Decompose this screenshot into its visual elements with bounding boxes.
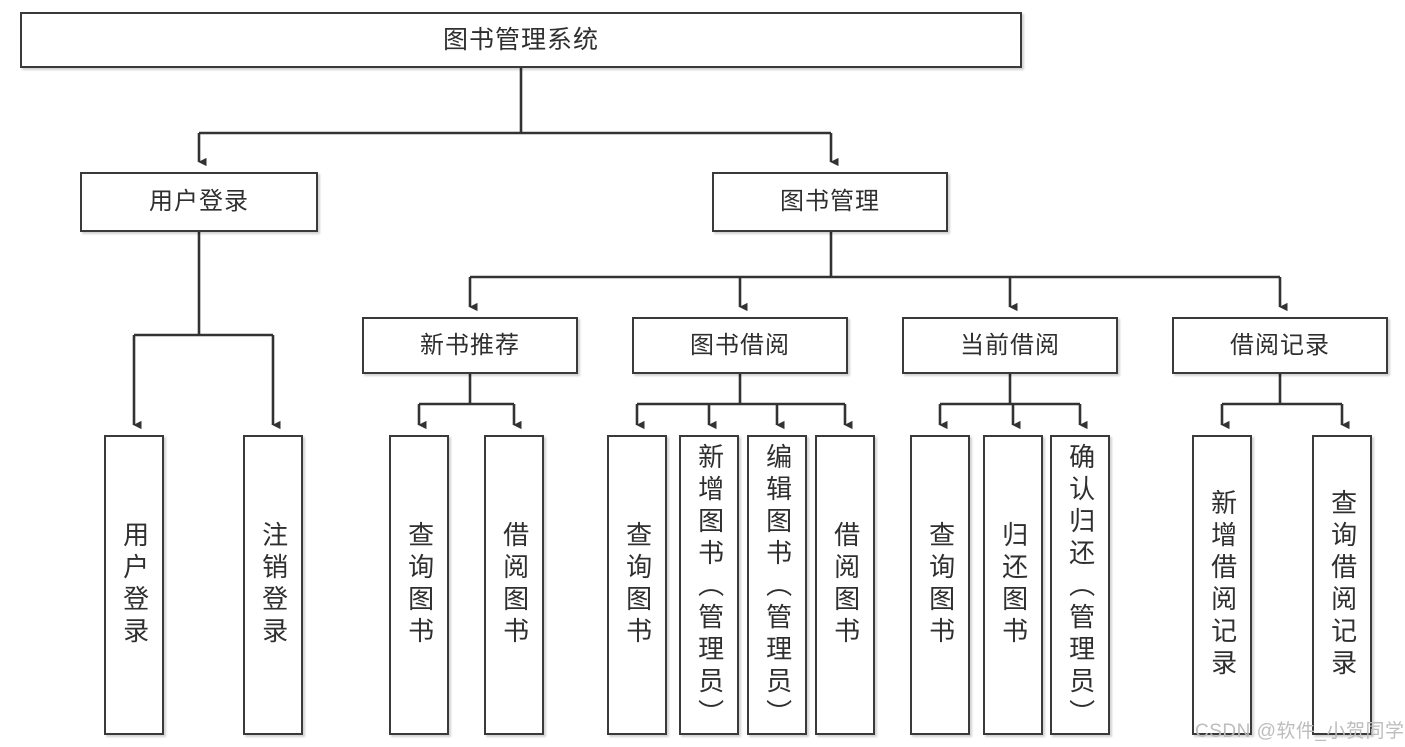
node-book-borrow-label: 图书借阅 [690,331,790,359]
node-leaf-confirm-return[interactable]: 确认归还（管理员） [1050,435,1110,735]
node-leaf-add-book[interactable]: 新增图书（管理员） [679,435,739,735]
node-new-book-recommend[interactable]: 新书推荐 [362,317,578,374]
node-borrow-record-label: 借阅记录 [1230,331,1330,359]
node-leaf-logout[interactable]: 注销登录 [243,435,303,735]
node-leaf-query-book-3[interactable]: 查询图书 [910,435,970,735]
node-leaf-return-book-label: 归还图书 [998,521,1029,649]
node-current-borrow-label: 当前借阅 [960,331,1060,359]
node-leaf-query-book-1-label: 查询图书 [404,521,435,649]
node-leaf-borrow-book-2-label: 借阅图书 [830,521,861,649]
node-leaf-add-record-label: 新增借阅记录 [1207,489,1238,681]
node-leaf-query-record[interactable]: 查询借阅记录 [1312,435,1372,735]
node-leaf-edit-book[interactable]: 编辑图书（管理员） [747,435,807,735]
node-leaf-user-login-label: 用户登录 [119,521,150,649]
node-borrow-record[interactable]: 借阅记录 [1172,317,1388,374]
node-new-book-recommend-label: 新书推荐 [420,331,520,359]
node-leaf-query-book-2-label: 查询图书 [622,521,653,649]
node-leaf-logout-label: 注销登录 [258,521,289,649]
node-root-label: 图书管理系统 [442,25,599,54]
node-user-login[interactable]: 用户登录 [80,172,318,232]
node-leaf-query-book-2[interactable]: 查询图书 [607,435,667,735]
node-user-login-label: 用户登录 [149,188,249,216]
node-leaf-return-book[interactable]: 归还图书 [983,435,1043,735]
node-leaf-query-book-1[interactable]: 查询图书 [389,435,449,735]
node-leaf-confirm-return-label: 确认归还（管理员） [1065,443,1096,731]
node-book-manage-label: 图书管理 [780,188,880,216]
node-leaf-add-book-label: 新增图书（管理员） [694,443,725,731]
csdn-watermark: CSDN @软件_小贺同学 [1195,721,1405,742]
node-leaf-borrow-book-2[interactable]: 借阅图书 [815,435,875,735]
node-root[interactable]: 图书管理系统 [20,12,1022,68]
node-book-borrow[interactable]: 图书借阅 [632,317,848,374]
node-book-manage[interactable]: 图书管理 [712,172,948,232]
node-current-borrow[interactable]: 当前借阅 [902,317,1118,374]
node-leaf-add-record[interactable]: 新增借阅记录 [1192,435,1252,735]
node-leaf-user-login[interactable]: 用户登录 [104,435,164,735]
node-leaf-query-record-label: 查询借阅记录 [1327,489,1358,681]
node-leaf-query-book-3-label: 查询图书 [925,521,956,649]
node-leaf-borrow-book-1-label: 借阅图书 [499,521,530,649]
node-leaf-edit-book-label: 编辑图书（管理员） [762,443,793,731]
node-leaf-borrow-book-1[interactable]: 借阅图书 [484,435,544,735]
